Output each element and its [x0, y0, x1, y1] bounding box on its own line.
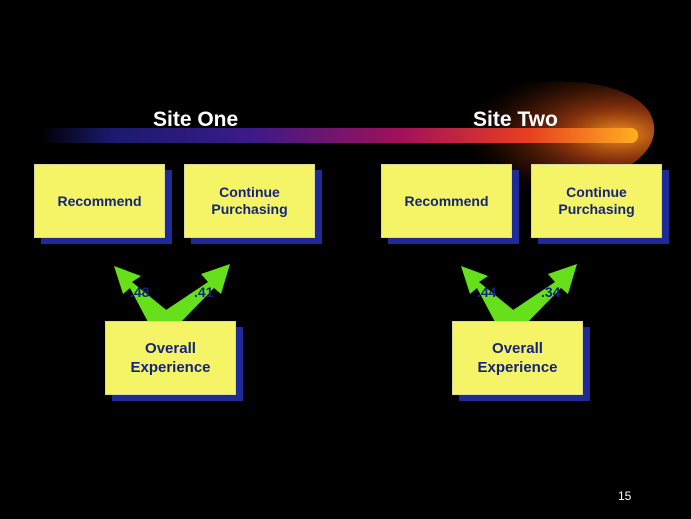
comet-bar	[40, 128, 638, 143]
site-one-coef-continue: .41	[194, 284, 214, 300]
site-one-overall-box: Overall Experience	[105, 321, 236, 395]
site-two-overall-box: Overall Experience	[452, 321, 583, 395]
double-arrow-site-two	[461, 264, 577, 322]
site-two-title: Site Two	[473, 108, 558, 131]
page-number: 15	[618, 489, 632, 503]
double-arrow-site-one	[114, 264, 230, 322]
site-one-continue-label: Continue Purchasing	[211, 184, 288, 217]
site-two-continue-label: Continue Purchasing	[558, 184, 635, 217]
site-one-recommend-label: Recommend	[57, 192, 142, 209]
site-two-recommend-box: Recommend	[381, 164, 512, 238]
site-two-continue-box: Continue Purchasing	[531, 164, 662, 238]
site-two-coef-recommend: .44	[477, 284, 497, 300]
site-one-title: Site One	[153, 108, 239, 131]
site-one-coef-recommend: .48	[130, 284, 150, 300]
site-two-recommend-label: Recommend	[404, 192, 489, 209]
site-one-overall-label: Overall Experience	[130, 340, 211, 376]
site-two-coef-continue: .34	[541, 284, 561, 300]
site-one-continue-box: Continue Purchasing	[184, 164, 315, 238]
site-one-recommend-box: Recommend	[34, 164, 165, 238]
site-two-overall-label: Overall Experience	[477, 340, 558, 376]
